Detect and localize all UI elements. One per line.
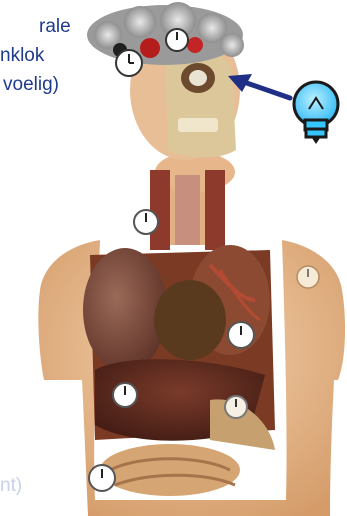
caption-line-3: voelig) xyxy=(0,70,71,99)
clock-icon xyxy=(228,322,254,348)
caption-line-2: nklok xyxy=(0,41,71,70)
clock-icon xyxy=(134,210,158,234)
clock-icon xyxy=(113,383,137,407)
caption-line-1: rale xyxy=(0,12,71,41)
clock-icon xyxy=(89,465,115,491)
faded-caption: nt) xyxy=(0,475,22,497)
abdomen xyxy=(95,359,275,496)
brain-gears xyxy=(87,2,244,65)
lightbulb-icon xyxy=(294,82,338,144)
clock-icon xyxy=(116,50,142,76)
caption-text: rale nklok voelig) xyxy=(0,12,71,99)
clock-icon xyxy=(225,396,247,418)
clock-icon xyxy=(166,29,188,51)
clock-icon xyxy=(297,266,319,288)
neck-vessels xyxy=(150,170,225,250)
